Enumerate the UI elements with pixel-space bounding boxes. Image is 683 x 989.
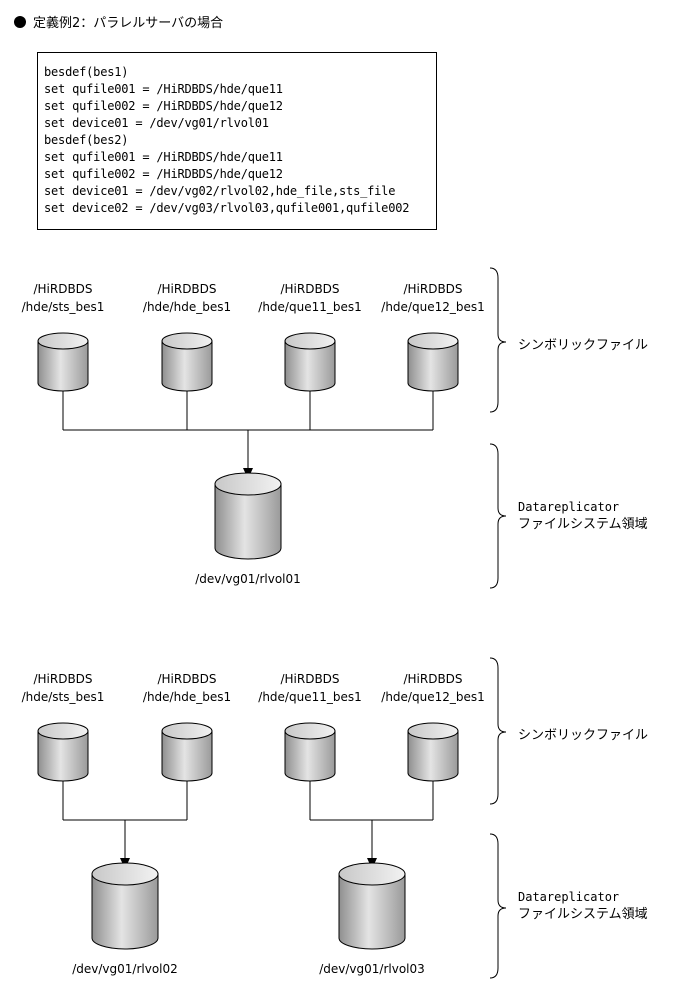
- volume-cylinder: [214, 472, 282, 560]
- code-line: set device01 = /dev/vg02/rlvol02,hde_fil…: [44, 184, 396, 198]
- volume-label: /dev/vg01/rlvol03: [319, 962, 425, 976]
- volume-cylinder: [91, 862, 159, 950]
- code-line: set device01 = /dev/vg01/rlvol01: [44, 116, 269, 130]
- code-line: set device02 = /dev/vg03/rlvol03,qufile0…: [44, 201, 410, 215]
- symbolic-file-cylinder: [37, 332, 89, 392]
- title-text: 定義例2：パラレルサーバの場合: [33, 16, 224, 31]
- brace-area: [489, 833, 507, 979]
- code-line: set qufile002 = /HiRDBDS/hde/que12: [44, 99, 283, 113]
- code-line: besdef(bes2): [44, 133, 129, 147]
- symbolic-file-cylinder: [37, 722, 89, 782]
- code-line: set qufile001 = /HiRDBDS/hde/que11: [44, 150, 283, 164]
- symbolic-file-cylinder: [407, 332, 459, 392]
- symbolic-file-cylinder: [284, 722, 336, 782]
- volume-label: /dev/vg01/rlvol01: [195, 572, 301, 586]
- connector-lines: [62, 391, 434, 468]
- diagram2-group: [37, 657, 507, 979]
- brace-area: [489, 443, 507, 589]
- symbolic-file-group-label: シンボリックファイル: [518, 338, 649, 353]
- brace-symbolic: [489, 657, 507, 805]
- code-line: set qufile002 = /HiRDBDS/hde/que12: [44, 167, 283, 181]
- connector-lines: [62, 781, 434, 858]
- symbolic-file-label: /HiRDBDS/hde/que11_bes1: [258, 282, 362, 314]
- symbolic-file-cylinder: [407, 722, 459, 782]
- symbolic-file-label: /HiRDBDS/hde/sts_bes1: [21, 672, 105, 704]
- definition-code-box: besdef(bes1) set qufile001 = /HiRDBDS/hd…: [37, 52, 437, 230]
- symbolic-file-label: /HiRDBDS/hde/que12_bes1: [381, 282, 485, 314]
- diagram-title: 定義例2：パラレルサーバの場合: [14, 12, 223, 31]
- symbolic-file-cylinder: [161, 722, 213, 782]
- symbolic-file-label: /HiRDBDS/hde/que11_bes1: [258, 672, 362, 704]
- symbolic-file-label: /HiRDBDS/hde/hde_bes1: [142, 672, 232, 704]
- symbolic-file-label: /HiRDBDS/hde/sts_bes1: [21, 282, 105, 314]
- volume-cylinder: [338, 862, 406, 950]
- brace-symbolic: [489, 267, 507, 413]
- symbolic-file-label: /HiRDBDS/hde/hde_bes1: [142, 282, 232, 314]
- symbolic-file-group-label: シンボリックファイル: [518, 728, 649, 743]
- code-line: set qufile001 = /HiRDBDS/hde/que11: [44, 82, 283, 96]
- symbolic-file-cylinder: [284, 332, 336, 392]
- symbolic-file-cylinder: [161, 332, 213, 392]
- volume-label: /dev/vg01/rlvol02: [72, 962, 178, 976]
- diagram1-group: [37, 267, 507, 589]
- bullet-icon: [14, 16, 26, 28]
- symbolic-file-label: /HiRDBDS/hde/que12_bes1: [381, 672, 485, 704]
- code-line: besdef(bes1): [44, 65, 129, 79]
